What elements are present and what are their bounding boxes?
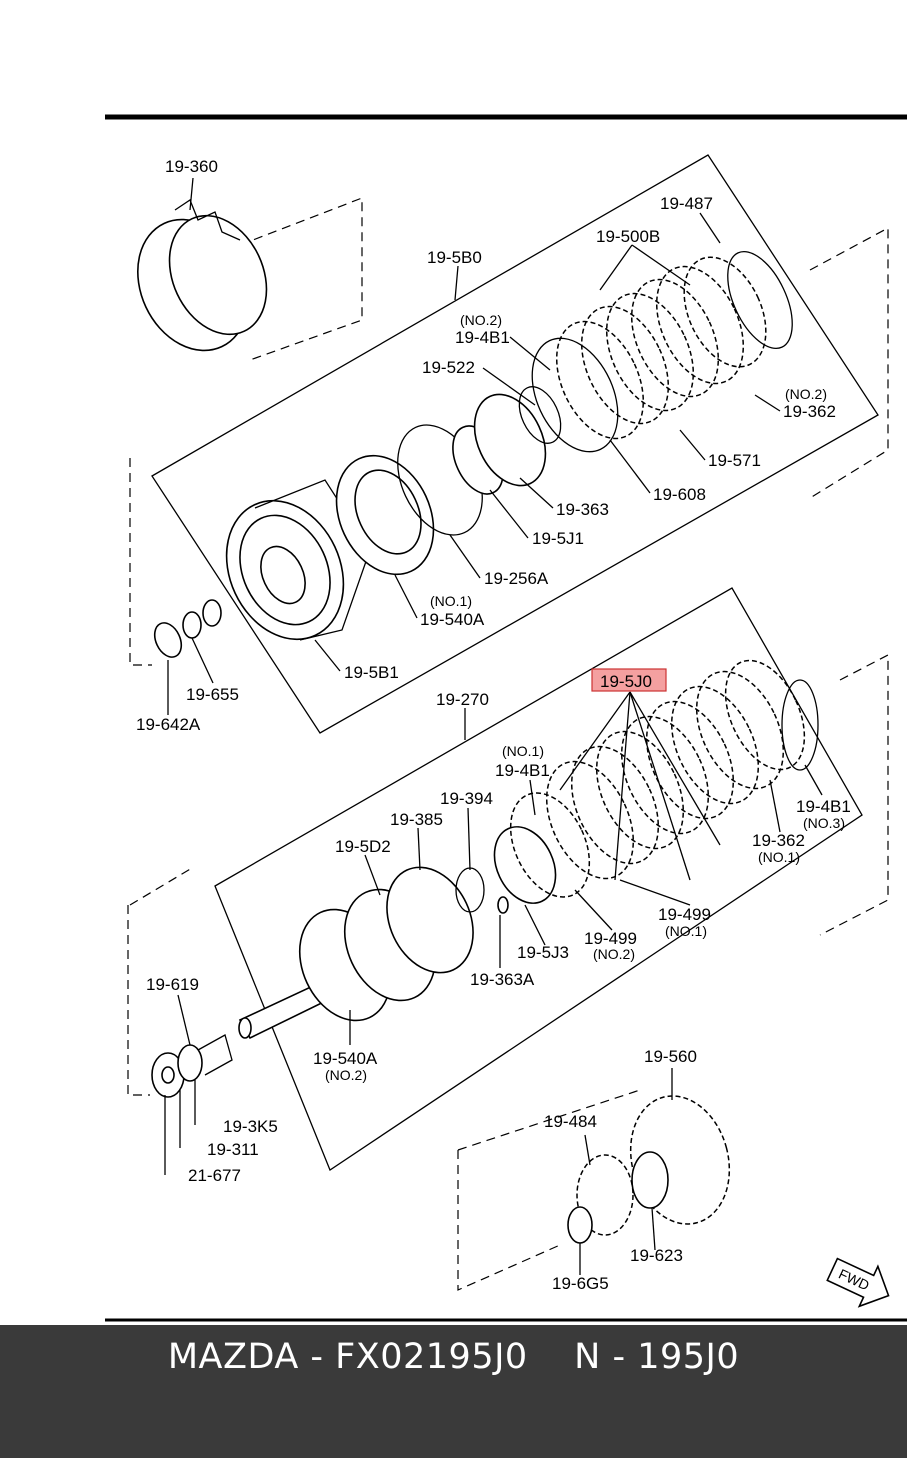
label-19-394: 19-394 <box>440 789 493 808</box>
label-19-560: 19-560 <box>644 1047 697 1066</box>
label-no2-a: (NO.2) <box>460 312 502 328</box>
ring-394-part <box>455 867 485 913</box>
spring-363A-part <box>497 896 509 914</box>
label-no2-b: (NO.2) <box>785 386 827 402</box>
label-19-360: 19-360 <box>165 157 218 176</box>
label-19-5D2: 19-5D2 <box>335 837 391 856</box>
label-19-499-a: 19-499 <box>658 905 711 924</box>
label-19-3K5: 19-3K5 <box>223 1117 278 1136</box>
oil-pump-stub-part <box>151 1034 233 1098</box>
hub-part <box>509 792 591 898</box>
bearing-623-part <box>631 1151 669 1209</box>
label-19-4B1-a: 19-4B1 <box>455 328 510 347</box>
label-19-608: 19-608 <box>653 485 706 504</box>
seal-6G5-part <box>567 1206 593 1244</box>
label-19-5J0: 19-5J0 <box>600 672 652 691</box>
label-19-571: 19-571 <box>708 451 761 470</box>
exploded-parts-diagram: FWD 19-360 19-487 19-500B 19-5B0 (NO.2) … <box>105 114 907 1322</box>
label-19-522: 19-522 <box>422 358 475 377</box>
label-19-311: 19-311 <box>207 1140 259 1159</box>
part-number-caption-bar: MAZDA - FX02195J0 N - 195J0 <box>0 1325 907 1458</box>
label-19-4B1-b: 19-4B1 <box>495 761 550 780</box>
snap-ring-lower-part <box>781 679 819 771</box>
label-19-484: 19-484 <box>544 1112 597 1131</box>
washer-small-part <box>182 611 202 639</box>
label-19-540A-b: 19-540A <box>313 1049 378 1068</box>
label-19-619: 19-619 <box>146 975 199 994</box>
label-no2-c: (NO.2) <box>593 946 635 962</box>
gear-484-part <box>576 1154 634 1236</box>
label-no2-d: (NO.2) <box>325 1067 367 1083</box>
label-19-6G5: 19-6G5 <box>552 1274 609 1293</box>
label-19-4B1-c: 19-4B1 <box>796 797 851 816</box>
retainer-part <box>473 393 547 487</box>
bearing-5J3-part <box>493 826 557 904</box>
snap-ring-upper-part <box>727 250 793 350</box>
label-19-642A: 19-642A <box>136 715 201 734</box>
label-no1-a: (NO.1) <box>430 593 472 609</box>
label-19-623: 19-623 <box>630 1246 683 1265</box>
label-no3: (NO.3) <box>803 815 845 831</box>
upper-assembly-frame <box>151 154 879 734</box>
label-no1-b: (NO.1) <box>502 743 544 759</box>
label-19-363A: 19-363A <box>470 970 535 989</box>
clutch-pack-lower <box>545 659 806 880</box>
highlight-box <box>591 668 667 692</box>
label-19-5B0: 19-5B0 <box>427 248 482 267</box>
label-19-655: 19-655 <box>186 685 239 704</box>
label-19-5B1: 19-5B1 <box>344 663 399 682</box>
drum-part <box>225 479 371 641</box>
label-19-5J1: 19-5J1 <box>532 529 584 548</box>
label-21-677: 21-677 <box>188 1166 241 1185</box>
label-19-363: 19-363 <box>556 500 609 519</box>
piston-part <box>335 454 435 576</box>
lower-assembly-frame <box>214 587 863 1171</box>
label-19-499-b: 19-499 <box>584 929 637 948</box>
label-19-256A: 19-256A <box>484 569 549 588</box>
label-no1-d: (NO.1) <box>665 923 707 939</box>
seal-part <box>518 386 562 444</box>
label-no1-c: (NO.1) <box>758 849 800 865</box>
label-19-270: 19-270 <box>436 690 489 709</box>
label-19-500B: 19-500B <box>596 227 660 246</box>
washer-part <box>153 622 183 658</box>
label-19-385: 19-385 <box>390 810 443 829</box>
label-19-5J3: 19-5J3 <box>517 943 569 962</box>
ring-part <box>531 337 619 453</box>
label-19-487: 19-487 <box>660 194 713 213</box>
ring-gear-part <box>629 1095 731 1225</box>
label-19-362-a: 19-362 <box>783 402 836 421</box>
clutch-pack-upper <box>555 256 767 440</box>
fwd-arrow-icon <box>826 1257 890 1308</box>
label-19-540A-a: 19-540A <box>420 610 485 629</box>
brake-band-part <box>137 199 268 352</box>
shaft-part <box>238 866 474 1040</box>
part-number-caption: MAZDA - FX02195J0 N - 195J0 <box>167 1337 740 1377</box>
label-19-362-b: 19-362 <box>752 831 805 850</box>
